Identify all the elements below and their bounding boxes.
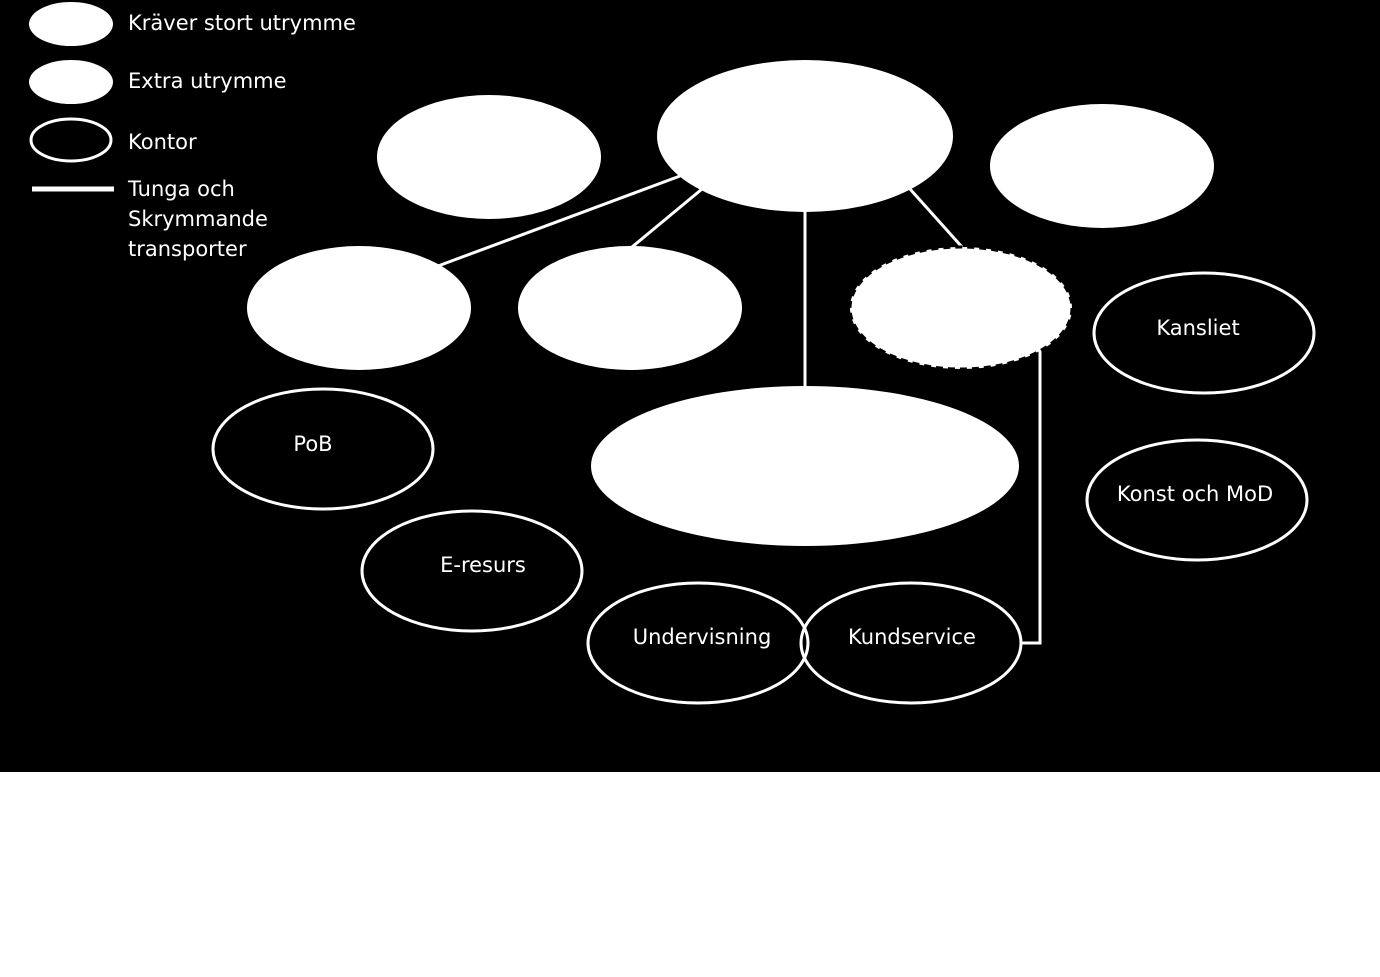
transport-lines (437, 174, 1042, 645)
transport-line-right (908, 187, 964, 249)
office-labels: PoB E-resurs Undervisning Kundservice Ka… (293, 316, 1273, 649)
office-nodes (211, 271, 1316, 705)
label-pob: PoB (293, 432, 332, 456)
node-top-center (657, 60, 953, 212)
transport-line-mid-left (631, 187, 703, 249)
lower-white-area (0, 772, 1380, 972)
node-outline-kundservice (799, 581, 1023, 705)
transport-line-left (437, 174, 681, 268)
label-e-resurs: E-resurs (440, 553, 526, 577)
label-kundservice: Kundservice (848, 625, 976, 649)
legend-label-office: Kontor (128, 130, 197, 154)
node-dashed (848, 245, 1074, 371)
node-outline-e-resurs (360, 509, 584, 633)
node-mid-left (247, 246, 471, 370)
node-outline-konst-mod (1085, 438, 1309, 562)
legend-swatch-extra-space (29, 60, 113, 104)
legend-label-transport-2: Skrymmande (128, 207, 268, 231)
legend-label-extra-space: Extra utrymme (128, 69, 287, 93)
legend-label-transport-3: transporter (128, 237, 247, 261)
node-top-right (990, 104, 1214, 228)
node-mid-center (518, 246, 742, 370)
large-space-nodes (247, 60, 1214, 546)
legend-label-transport-1: Tunga och (127, 177, 235, 201)
label-undervisning: Undervisning (633, 625, 772, 649)
node-large-center (591, 386, 1019, 546)
node-outline-undervisning (586, 581, 810, 705)
legend-swatch-office (29, 117, 113, 163)
label-konst-mod: Konst och MoD (1117, 482, 1273, 506)
node-top-left (377, 95, 601, 219)
node-outline-pob (211, 387, 435, 511)
legend: Kräver stort utrymme Extra utrymme Konto… (29, 2, 356, 261)
label-kansliet: Kansliet (1156, 316, 1239, 340)
legend-label-large-space: Kräver stort utrymme (128, 11, 356, 35)
transport-line-to-kundservice (1022, 350, 1042, 645)
legend-swatch-large-space (29, 2, 113, 46)
node-outline-kansliet (1092, 271, 1316, 395)
